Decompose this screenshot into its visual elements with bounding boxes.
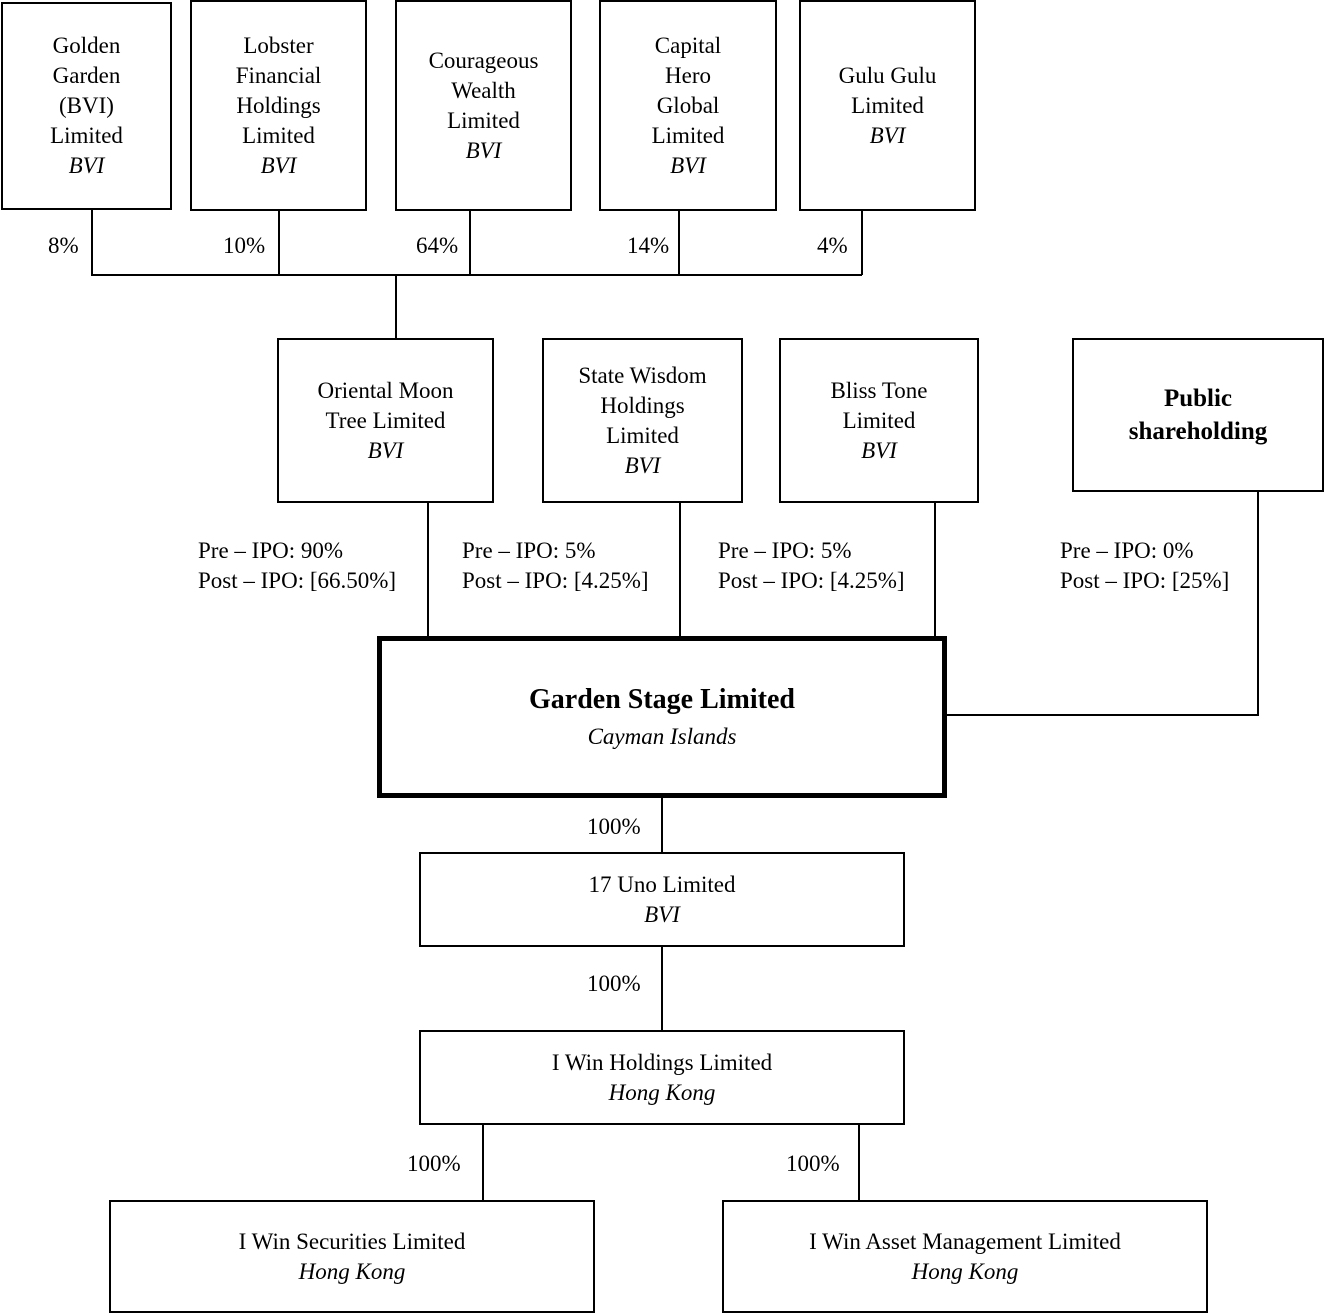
ownership-percentage: 100% bbox=[587, 971, 641, 996]
connector-line bbox=[91, 210, 93, 275]
connector-line bbox=[934, 503, 936, 637]
subsidiary-box-i-win-holdings: I Win Holdings Limited Hong Kong bbox=[419, 1030, 905, 1125]
entity-name: Public shareholding bbox=[1128, 385, 1268, 445]
ownership-percentage: 10% bbox=[223, 233, 266, 258]
company-jurisdiction: Cayman Islands bbox=[587, 724, 737, 749]
holder-box-oriental-moon: Oriental Moon Tree Limited BVI bbox=[277, 338, 494, 503]
entity-name: Capital Hero Global Limited bbox=[651, 32, 725, 148]
company-box-garden-stage: Garden Stage Limited Cayman Islands bbox=[377, 636, 947, 798]
entity-jurisdiction: BVI bbox=[644, 901, 680, 927]
shareholder-box-courageous-wealth: Courageous Wealth Limited BVI bbox=[395, 0, 572, 211]
connector-line bbox=[861, 211, 863, 275]
connector-line bbox=[91, 274, 862, 276]
entity-jurisdiction: BVI bbox=[670, 152, 706, 178]
entity-jurisdiction: BVI bbox=[869, 122, 906, 148]
entity-jurisdiction: BVI bbox=[68, 153, 105, 178]
shareholder-box-golden-garden: Golden Garden (BVI) Limited BVI bbox=[1, 2, 172, 210]
entity-jurisdiction: BVI bbox=[465, 137, 502, 163]
entity-jurisdiction: Hong Kong bbox=[608, 1079, 716, 1105]
connector-line bbox=[1257, 492, 1259, 715]
entity-name: I Win Asset Management Limited bbox=[809, 1228, 1121, 1254]
connector-line bbox=[427, 503, 429, 637]
ownership-percentage: 100% bbox=[587, 814, 641, 839]
connector-line bbox=[469, 211, 471, 275]
entity-jurisdiction: Hong Kong bbox=[298, 1258, 406, 1284]
stake-percentage: Pre – IPO: 0% Post – IPO: [25%] bbox=[1060, 538, 1230, 593]
subsidiary-box-i-win-asset-management: I Win Asset Management Limited Hong Kong bbox=[722, 1200, 1208, 1313]
connector-line bbox=[946, 714, 1259, 716]
entity-name: Gulu Gulu Limited bbox=[838, 62, 937, 118]
connector-line bbox=[679, 503, 681, 637]
entity-name: I Win Holdings Limited bbox=[551, 1049, 773, 1075]
subsidiary-box-17-uno: 17 Uno Limited BVI bbox=[419, 852, 905, 947]
ownership-percentage: 100% bbox=[786, 1151, 840, 1176]
entity-name: I Win Securities Limited bbox=[238, 1228, 466, 1254]
connector-line bbox=[858, 1125, 860, 1202]
connector-line bbox=[678, 211, 680, 275]
ownership-percentage: 4% bbox=[817, 233, 848, 258]
company-name: Garden Stage Limited bbox=[529, 684, 795, 715]
entity-name: Lobster Financial Holdings Limited bbox=[235, 32, 322, 148]
connector-line bbox=[482, 1125, 484, 1202]
entity-name: Golden Garden (BVI) Limited bbox=[50, 33, 123, 148]
entity-jurisdiction: Hong Kong bbox=[911, 1258, 1019, 1284]
stake-percentage: Pre – IPO: 5% Post – IPO: [4.25%] bbox=[718, 538, 905, 593]
entity-name: Bliss Tone Limited bbox=[830, 377, 928, 433]
holder-box-public-shareholding: Public shareholding bbox=[1072, 338, 1324, 492]
entity-jurisdiction: BVI bbox=[861, 437, 897, 463]
connector-line bbox=[661, 798, 663, 853]
ownership-percentage: 8% bbox=[48, 233, 79, 258]
connector-line bbox=[278, 211, 280, 275]
ownership-percentage: 14% bbox=[627, 233, 670, 258]
ownership-percentage: 100% bbox=[407, 1151, 461, 1176]
entity-name: Courageous Wealth Limited bbox=[428, 47, 539, 133]
ownership-percentage: 64% bbox=[416, 233, 459, 258]
entity-jurisdiction: BVI bbox=[260, 152, 297, 178]
shareholder-box-capital-hero: Capital Hero Global Limited BVI bbox=[599, 0, 777, 211]
connector-line bbox=[661, 947, 663, 1031]
entity-name: Oriental Moon Tree Limited bbox=[317, 377, 454, 433]
stake-percentage: Pre – IPO: 5% Post – IPO: [4.25%] bbox=[462, 538, 649, 593]
entity-name: State Wisdom Holdings Limited bbox=[578, 362, 707, 448]
shareholder-box-lobster-financial: Lobster Financial Holdings Limited BVI bbox=[190, 0, 367, 211]
subsidiary-box-i-win-securities: I Win Securities Limited Hong Kong bbox=[109, 1200, 595, 1313]
entity-name: 17 Uno Limited bbox=[588, 871, 736, 897]
stake-percentage: Pre – IPO: 90% Post – IPO: [66.50%] bbox=[198, 538, 397, 593]
holder-box-state-wisdom: State Wisdom Holdings Limited BVI bbox=[542, 338, 743, 503]
shareholder-box-gulu-gulu: Gulu Gulu Limited BVI bbox=[799, 0, 976, 211]
entity-jurisdiction: BVI bbox=[624, 452, 661, 478]
entity-jurisdiction: BVI bbox=[367, 437, 404, 463]
connector-line bbox=[395, 274, 397, 339]
holder-box-bliss-tone: Bliss Tone Limited BVI bbox=[779, 338, 979, 503]
